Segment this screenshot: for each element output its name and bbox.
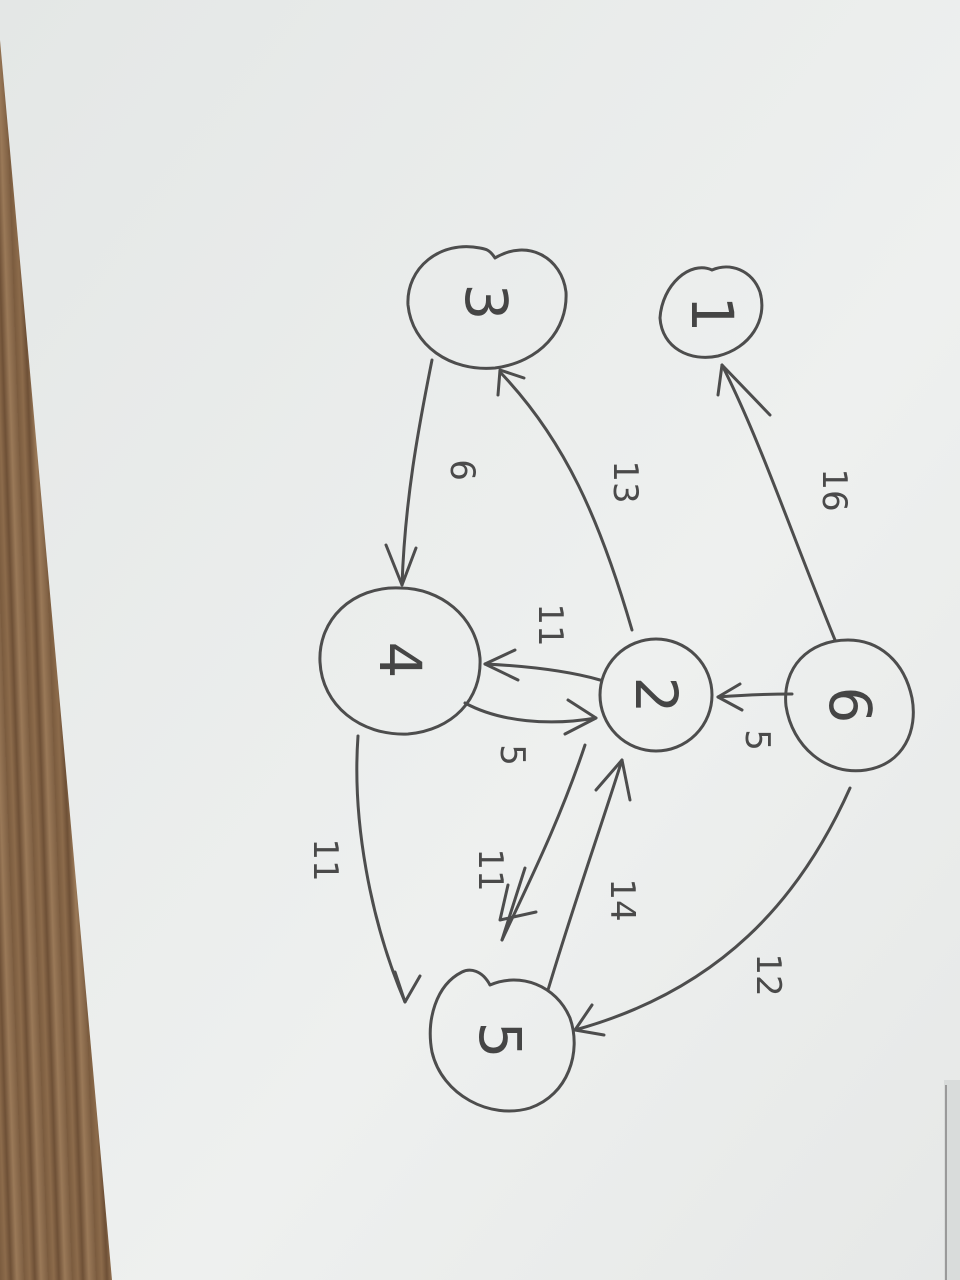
weight-5-to-2: 14: [602, 878, 642, 921]
node-2: [598, 637, 714, 753]
edge-6-to-1: [720, 363, 837, 642]
node-3: [406, 245, 568, 370]
graph-drawing: [318, 245, 915, 1113]
node-2-circle: [598, 637, 714, 753]
node-6-circle: [784, 638, 915, 773]
weight-4-to-5: 11: [305, 838, 345, 881]
arrowhead-5-to-2: [594, 758, 632, 802]
paper-edge-strip: [944, 1080, 960, 1280]
node-5: [428, 968, 576, 1113]
edge-6-to-5: [573, 786, 852, 1032]
weight-2-to-4: 11: [530, 603, 570, 646]
node-4: [318, 586, 482, 736]
node-5-circle: [428, 968, 576, 1113]
arrowhead-2-to-4: [483, 648, 520, 682]
weight-2-to-3: 13: [605, 460, 645, 503]
node-label-3: 3: [452, 284, 520, 321]
edge-3-to-4: [400, 358, 434, 587]
arrowhead-6-to-5: [573, 1003, 606, 1037]
arrowhead-3-to-4: [384, 543, 418, 587]
arrowhead-6-to-1: [716, 363, 772, 417]
weight-4-to-2: 5: [492, 744, 532, 766]
edge-2-to-4: [483, 662, 602, 682]
edge-4-to-5: [355, 734, 407, 1004]
node-label-1: 1: [678, 296, 746, 333]
weight-6-to-2: 5: [737, 729, 777, 751]
edge-weight-labels: 6 13 16 11 5 5 11 11 14 12: [305, 459, 854, 996]
arrowhead-2-to-3: [496, 368, 526, 397]
node-4-circle: [318, 586, 482, 736]
node-1: [658, 265, 764, 359]
edge-4-to-2: [463, 701, 598, 724]
node-label-5: 5: [466, 1022, 534, 1059]
node-1-circle: [658, 265, 764, 359]
weight-6-to-5: 12: [748, 953, 788, 996]
arrowhead-6-to-2: [716, 682, 744, 712]
node-label-6: 6: [816, 687, 884, 724]
arrowhead-4-to-5: [393, 970, 422, 1004]
weight-2-to-5: 11: [470, 848, 510, 891]
arrowhead-4-to-2: [563, 698, 598, 736]
node-6: [784, 638, 915, 773]
node-label-2: 2: [622, 677, 690, 714]
weight-3-to-4: 6: [442, 459, 482, 481]
node-labels: 1 2 3 4 5 6: [366, 284, 884, 1059]
weight-6-to-1: 16: [814, 468, 854, 511]
edge-5-to-2: [546, 758, 624, 992]
edge-2-to-3: [498, 370, 634, 632]
arrowhead-2-to-5: [498, 866, 538, 942]
node-label-4: 4: [366, 642, 434, 679]
node-3-circle: [406, 245, 568, 370]
